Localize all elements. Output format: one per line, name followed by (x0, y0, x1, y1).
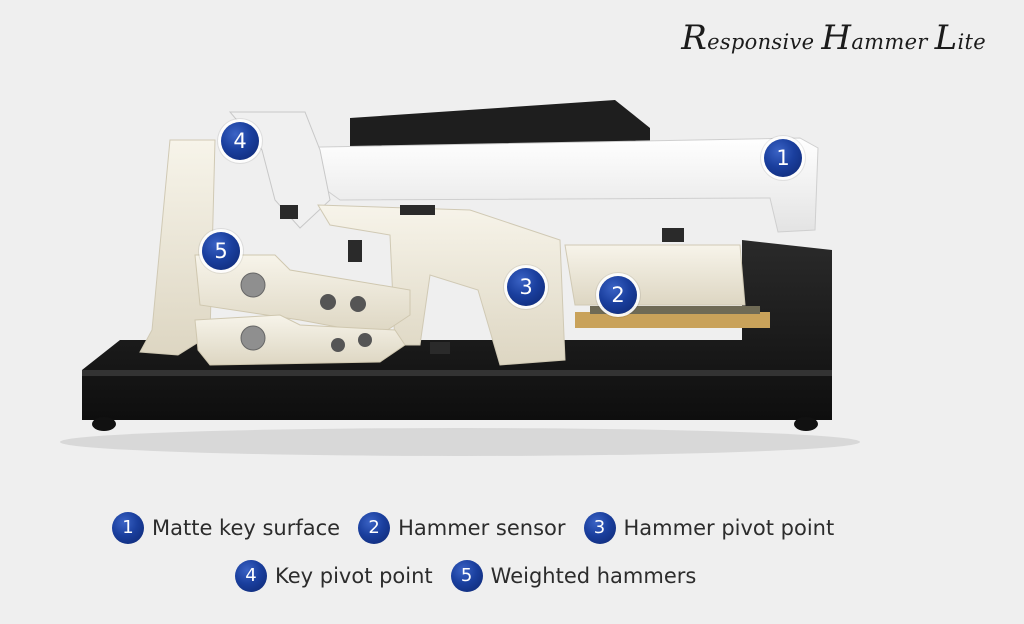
title-cap-l: L (934, 18, 958, 58)
white-key (266, 137, 819, 233)
felt-pad-2 (280, 205, 298, 219)
legend-row-1: 1 Matte key surface 2 Hammer sensor 3 Ha… (112, 512, 834, 544)
legend-item-2: 2 Hammer sensor (358, 512, 566, 544)
hammer-weight-2 (320, 294, 336, 310)
right-bracket (564, 244, 746, 306)
felt-pad-3 (400, 205, 435, 215)
hammer-weight-upper (240, 272, 266, 298)
right-foot (794, 417, 818, 431)
title-part-1: esponsive (707, 30, 822, 54)
floor-shadow (60, 428, 860, 456)
left-frame (139, 139, 216, 356)
center-frame (317, 204, 566, 366)
marker-3: 3 (507, 268, 545, 306)
felt-pad-1 (348, 240, 362, 262)
legend-item-1: 1 Matte key surface (112, 512, 340, 544)
legend-item-4: 4 Key pivot point (235, 560, 433, 592)
legend-row-2: 4 Key pivot point 5 Weighted hammers (235, 560, 696, 592)
legend-number-1: 1 (112, 512, 144, 544)
legend-label-4: Key pivot point (275, 564, 433, 588)
title-cap-r: R (681, 18, 708, 58)
legend-label-2: Hammer sensor (398, 516, 566, 540)
hammer-weight-4 (331, 338, 345, 352)
left-foot (92, 417, 116, 431)
legend-label-5: Weighted hammers (490, 564, 697, 588)
hammer-action-illustration (60, 100, 860, 456)
title-part-3: ite (957, 30, 986, 54)
title-cap-h: H (821, 18, 852, 58)
legend-item-3: 3 Hammer pivot point (583, 512, 835, 544)
diagram-title: Responsive Hammer Lite (681, 18, 986, 58)
marker-1: 1 (764, 139, 802, 177)
sensor-pcb (575, 312, 770, 328)
legend-number-2: 2 (358, 512, 391, 544)
black-key (350, 100, 650, 148)
title-part-2: ammer (851, 30, 935, 54)
legend-label-3: Hammer pivot point (623, 516, 835, 540)
marker-2: 2 (599, 276, 637, 314)
legend-label-1: Matte key surface (152, 516, 341, 540)
felt-pad-5 (430, 342, 450, 354)
hammer-weight-5 (358, 333, 372, 347)
legend-number-5: 5 (450, 560, 483, 592)
hammer-weight-3 (350, 296, 366, 312)
legend-number-3: 3 (583, 512, 616, 544)
base-top-rail (82, 370, 832, 376)
marker-5: 5 (202, 232, 240, 270)
legend-item-5: 5 Weighted hammers (450, 560, 697, 592)
felt-pad-4 (662, 228, 684, 242)
sensor-pcb-dark (590, 306, 760, 314)
hammer-weight-lower (240, 325, 266, 351)
legend-number-4: 4 (235, 560, 267, 592)
marker-4: 4 (221, 122, 259, 160)
